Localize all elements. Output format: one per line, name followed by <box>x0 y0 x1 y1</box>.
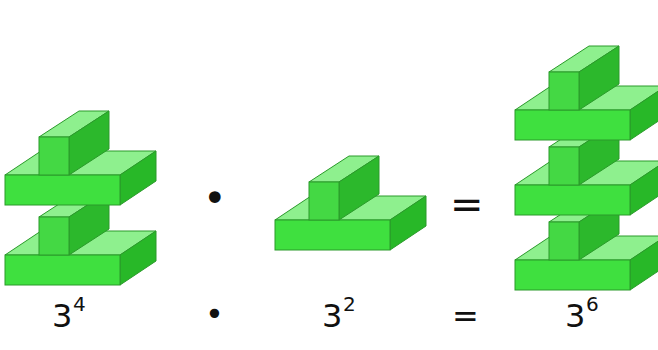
exponent-number: 6 <box>586 294 599 314</box>
base-number: 3 <box>565 300 585 332</box>
base-number: 3 <box>52 300 72 332</box>
exponent-number: 4 <box>73 294 86 314</box>
operator-symbol: = <box>450 184 484 224</box>
exponent-number: 2 <box>343 294 356 314</box>
block-pair <box>5 111 156 205</box>
block-pair <box>275 156 426 250</box>
operator-symbol: • <box>203 178 227 218</box>
block-pair <box>515 46 658 140</box>
operator-symbol: • <box>205 298 224 330</box>
operator-symbol: = <box>452 300 479 332</box>
base-number: 3 <box>322 300 342 332</box>
